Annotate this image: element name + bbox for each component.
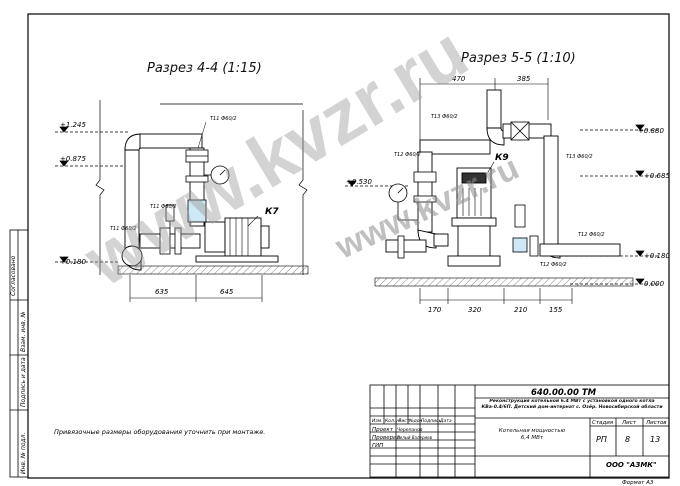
section-4-pipework bbox=[121, 133, 205, 271]
role-checked: Проверил bbox=[372, 435, 401, 441]
section-4-floor bbox=[117, 265, 309, 275]
stage-header: Стадия bbox=[592, 420, 614, 426]
section-5-pipe-label-lower-mid: Т12 Ф60/2 bbox=[540, 262, 567, 268]
section-5-elevation-5: 0.000 bbox=[644, 280, 665, 288]
section-5-dimension-4: 155 bbox=[549, 306, 563, 314]
side-stamp-inventory: Инв. № подл. bbox=[20, 433, 27, 474]
section-5-manometer bbox=[388, 183, 418, 221]
section-4-pump-label: К7 bbox=[265, 207, 279, 217]
section-4-elevation-1: +1.245 bbox=[60, 121, 86, 129]
project-description: Реконструкция котельной 6.4 МВт с устано… bbox=[481, 399, 663, 410]
section-5-floor bbox=[374, 277, 634, 287]
section-4-pump-k7 bbox=[195, 217, 279, 263]
sheets-header: Листов bbox=[645, 420, 667, 426]
sheet-value: 8 bbox=[625, 435, 630, 444]
section-5-title: Разрез 5-5 (1:10) bbox=[461, 51, 576, 66]
side-stamp-replaced: Взам. инв. № bbox=[20, 311, 27, 352]
section-5-elevation-1: +0.880 bbox=[638, 127, 664, 135]
section-4-pipe-label-upper: Т11 Ф60/2 bbox=[210, 116, 237, 122]
section-5-dimension-lines bbox=[419, 288, 573, 304]
section-4-valves bbox=[159, 149, 209, 255]
company-name: ООО "АЗМК" bbox=[606, 461, 657, 469]
drawing-title: Котельная мощностью 6,4 МВт bbox=[498, 428, 566, 441]
role-project: Проект bbox=[372, 427, 394, 433]
section-5-pipe-label-left: Т12 Ф60/2 bbox=[394, 152, 421, 158]
section-4-title: Разрез 4-4 (1:15) bbox=[147, 61, 262, 76]
row-header-change: Изм. bbox=[372, 418, 383, 424]
title-block-roles: Проект Черепанов Проверил Белый Валериев… bbox=[372, 427, 433, 449]
title-block-frame bbox=[369, 384, 670, 478]
section-5-top-dimension-2: 385 bbox=[517, 75, 531, 83]
row-header-signature: Подпись bbox=[421, 418, 442, 424]
section-4-pipe-label-left: Т11 Ф60/2 bbox=[110, 226, 137, 232]
title-block-row-headers: Изм. Кол.уч Лист №док Подпись Дата bbox=[372, 418, 452, 424]
section-4-elevation-markers bbox=[55, 126, 130, 263]
stage-value: РП bbox=[596, 435, 607, 444]
role-gip: ГИП bbox=[372, 443, 383, 449]
section-5-dimension-3: 210 bbox=[514, 306, 528, 314]
section-4-dimension-1: 635 bbox=[155, 288, 169, 296]
row-header-count: Кол.уч bbox=[385, 418, 401, 424]
section-5-elevation-2: +0.685 bbox=[644, 172, 670, 180]
section-4-dimension-2: 645 bbox=[220, 288, 234, 296]
section-4-elevation-2: +0.875 bbox=[60, 155, 86, 163]
section-4-break-lines bbox=[95, 100, 308, 275]
section-5-dimension-2: 320 bbox=[468, 306, 482, 314]
section-5-elevation-markers bbox=[345, 124, 660, 285]
section-5-top-dimension-lines bbox=[419, 78, 549, 150]
role-checked-name: Белый Валериев bbox=[397, 435, 433, 440]
sheets-value: 13 bbox=[650, 435, 660, 444]
row-header-date: Дата bbox=[439, 418, 452, 424]
section-5-top-dimension-1: 470 bbox=[452, 75, 466, 83]
doc-code: 640.00.00 ТМ bbox=[531, 388, 597, 398]
section-4-elevation-3: +0.180 bbox=[60, 258, 86, 266]
section-5-pipe-label-top: Т13 Ф60/2 bbox=[431, 114, 458, 120]
section-5-dimension-1: 170 bbox=[428, 306, 442, 314]
side-stamp bbox=[9, 229, 29, 478]
section-5-pipe-label-right: Т13 Ф60/2 bbox=[566, 154, 593, 160]
section-4-pipe-label-middle: Т11 Ф60/2 bbox=[150, 204, 177, 210]
side-stamp-agreed: Согласовано bbox=[10, 255, 17, 296]
section-5-elevation-3: +0.530 bbox=[346, 178, 372, 186]
mounting-note: Привязочные размеры оборудования уточнит… bbox=[54, 428, 265, 436]
section-4-manometer bbox=[204, 165, 230, 185]
section-5-elevation-4: +0.180 bbox=[644, 252, 670, 260]
sheet-header: Лист bbox=[621, 420, 637, 426]
row-header-docnum: №док bbox=[408, 418, 423, 424]
sheet-format: Формат А3 bbox=[622, 480, 654, 486]
role-project-name: Черепанов bbox=[397, 427, 423, 433]
section-5-pump-label: К9 bbox=[495, 153, 509, 163]
section-5-pipe-label-lower-right: Т12 Ф60/2 bbox=[578, 232, 605, 238]
side-stamp-signature: Подпись и дата bbox=[20, 357, 27, 407]
row-header-sheet: Лист bbox=[397, 418, 410, 424]
section-4-dimension-lines bbox=[129, 275, 263, 302]
section-5-pump-k9 bbox=[447, 167, 501, 267]
